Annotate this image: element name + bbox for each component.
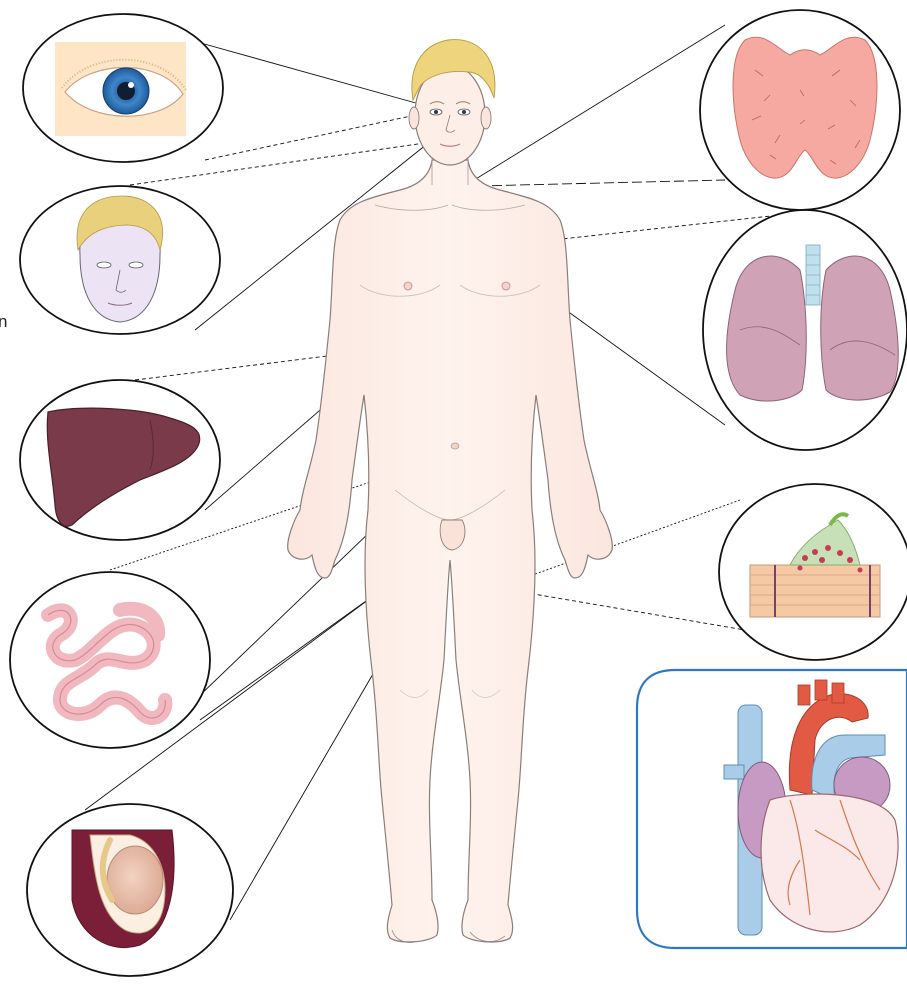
liver-callout [20,380,220,540]
edge-text: n [0,312,7,332]
heart-panel [637,670,907,948]
human-body [288,40,613,943]
intestine-callout [10,572,210,748]
thyroid-callout [700,10,900,210]
lungs-callout [703,210,907,450]
testis-callout [27,804,233,976]
eye-icon [55,42,186,136]
muscle-tissue-callout [719,484,907,660]
eye-callout [23,14,223,162]
face-callout [20,186,220,334]
